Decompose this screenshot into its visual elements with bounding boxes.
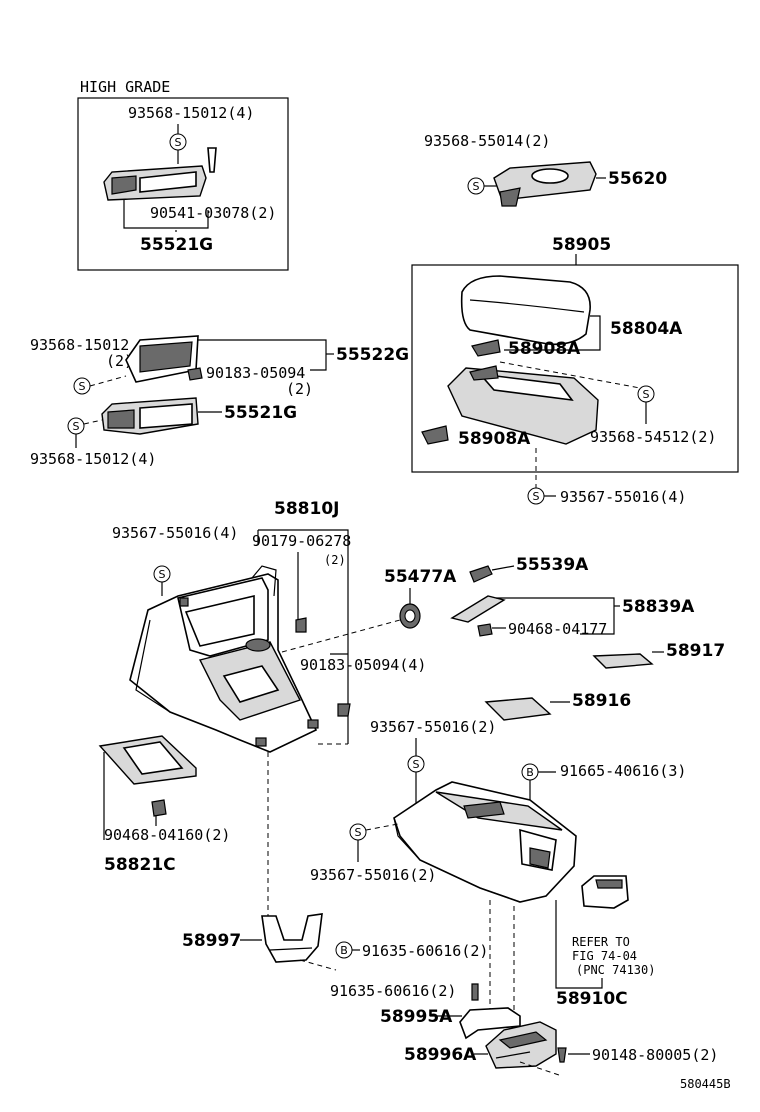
diagram-code: 580445B (680, 1077, 731, 1091)
part-label-58908a-lower: 58908A (458, 429, 531, 449)
svg-text:S: S (533, 490, 540, 503)
armrest-assembly-frame (411, 264, 739, 473)
part-label-55521g-mid: 55521G (224, 403, 297, 423)
part-label-58997: 58997 (182, 931, 241, 951)
svg-text:B: B (340, 944, 348, 957)
clip-label-90183-05094-4: 90183-05094(4) (300, 656, 426, 674)
pocket-55521g-high-grade (103, 165, 207, 201)
screw-90541-icon (207, 147, 217, 173)
screw-label-93568-54512: 93568-54512(2) (590, 428, 716, 446)
clip-90468-04160-icon (151, 799, 167, 817)
part-label-58917: 58917 (666, 641, 725, 661)
svg-text:S: S (79, 380, 86, 393)
part-label-55477a: 55477A (384, 567, 457, 587)
svg-text:S: S (355, 826, 362, 839)
screw-label-93568-15012-4: 93568-15012(4) (128, 104, 254, 122)
svg-text:S: S (473, 180, 480, 193)
svg-text:S: S (73, 420, 80, 433)
screw-label-93567-55016-2-a: 93567-55016(2) (370, 718, 496, 736)
armrest-lid-58804a (460, 275, 591, 346)
hinge-58908a-lower-icon (421, 425, 449, 445)
screw-label-93567-55016-4: 93567-55016(4) (112, 524, 238, 542)
bracket-58996a (485, 1021, 557, 1069)
rear-console-58910c (393, 781, 577, 903)
screw-label-93568-15012: 93568-15012 (30, 336, 129, 354)
screw-qty-top: (2) (106, 352, 133, 370)
plate-58839a-icon (450, 595, 506, 623)
clip-label-90468-04177: 90468-04177 (508, 620, 607, 638)
clip1-qty: (2) (324, 553, 346, 567)
clip-90468-04177-icon (477, 623, 493, 637)
front-console-58810j (129, 565, 319, 753)
screw-label-93567-55016-4-right: 93567-55016(4) (560, 488, 686, 506)
panel-55522g (125, 335, 199, 383)
clip-90179-icon (295, 617, 307, 633)
hinge-58908a-upper-icon (471, 339, 501, 357)
bolt-label-90148-80005: 90148-80005(2) (592, 1046, 718, 1064)
bolt-90148-icon (557, 1047, 567, 1063)
svg-text:S: S (643, 388, 650, 401)
clip-label-90183-05094: 90183-05094 (206, 364, 305, 382)
part-label-55521g-top: 55521G (140, 235, 213, 255)
bolt-label-91665-40616: 91665-40616(3) (560, 762, 686, 780)
bolt-91635-icon (471, 983, 479, 1001)
bolt-label-91635-60616-a: 91635-60616(2) (362, 942, 488, 960)
refer-text-line3: (PNC 74130) (576, 963, 655, 977)
bracket-58995a (459, 1007, 521, 1040)
svg-text:S: S (413, 758, 420, 771)
coin-box-74130 (581, 875, 629, 909)
svg-text:S: S (159, 568, 166, 581)
part-label-58996a: 58996A (404, 1045, 477, 1065)
clip-label-90468-04160: 90468-04160(2) (104, 826, 230, 844)
svg-text:B: B (526, 766, 534, 779)
clip-label-90179-06278: 90179-06278 (252, 532, 351, 550)
part-label-58995a: 58995A (380, 1007, 453, 1027)
screw-label-93568-15012-4-left: 93568-15012(4) (30, 450, 156, 468)
screw-label-93567-55016-2-b: 93567-55016(2) (310, 866, 436, 884)
part-label-55539a: 55539A (516, 555, 589, 575)
part-label-58905: 58905 (552, 235, 611, 255)
bracket-58997 (261, 913, 323, 963)
mat-58916-icon (484, 697, 552, 721)
mat-58917-icon (592, 653, 654, 669)
high-grade-frame (77, 97, 289, 271)
refer-text-line1: REFER TO (572, 935, 630, 949)
part-label-58804a: 58804A (610, 319, 683, 339)
high-grade-title: HIGH GRADE (80, 78, 170, 96)
bolt-label-91635-60616-b: 91635-60616(2) (330, 982, 456, 1000)
part-label-55620: 55620 (608, 169, 667, 189)
part-label-58810j: 58810J (274, 499, 339, 519)
screw-symbol-text: S (175, 136, 182, 149)
screw-label-93568-55014: 93568-55014(2) (424, 132, 550, 150)
clip-90183-icon (187, 367, 203, 381)
cup-holder-55620 (493, 161, 597, 207)
pocket-55521g-mid (101, 397, 199, 435)
part-label-55522g: 55522G (336, 345, 409, 365)
part-label-58908a-upper: 58908A (508, 339, 581, 359)
part-label-58910c: 58910C (556, 989, 628, 1009)
clip-qty: (2) (286, 380, 313, 398)
screw-label-90541-03078: 90541-03078(2) (150, 204, 276, 222)
armrest-base (447, 365, 599, 445)
knob-55539a-icon (469, 565, 493, 583)
part-label-58839a: 58839A (622, 597, 695, 617)
refer-text-line2: FIG 74-04 (572, 949, 637, 963)
part-label-58916: 58916 (572, 691, 631, 711)
tray-58821c (98, 735, 197, 785)
part-label-58821c: 58821C (104, 855, 176, 875)
clip-90183-icon (337, 703, 351, 717)
